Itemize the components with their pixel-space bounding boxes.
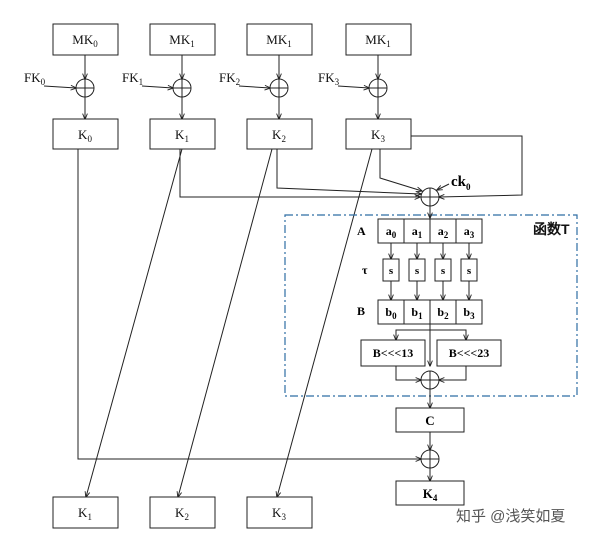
svg-text:s: s <box>467 265 472 277</box>
s-box-0: s <box>382 258 400 282</box>
svg-text:K1: K1 <box>175 127 189 144</box>
b-cell-0: b0 <box>377 299 405 325</box>
s-box-2: s <box>434 258 452 282</box>
xor-icon <box>368 78 388 98</box>
svg-text:a0: a0 <box>386 224 397 240</box>
xor-icon <box>172 78 192 98</box>
fk-label-0: FK0 <box>24 70 46 87</box>
svg-text:K3: K3 <box>371 127 385 144</box>
watermark: 知乎 @浅笑如夏 <box>456 508 565 525</box>
xor-icon <box>420 449 440 469</box>
a-cell-0: a0 <box>377 218 405 244</box>
svg-text:a2: a2 <box>438 224 449 240</box>
s-box-1: s <box>408 258 426 282</box>
b-cell-2: b2 <box>429 299 457 325</box>
shift-box-23: B<<<23 <box>436 339 502 367</box>
k4-box: K4 <box>395 480 465 506</box>
xor-icon <box>269 78 289 98</box>
svg-text:K4: K4 <box>423 486 438 503</box>
ck-label: ck0 <box>451 174 471 192</box>
svg-text:K3: K3 <box>272 505 286 522</box>
bottom-k-box-3: K3 <box>246 496 313 529</box>
svg-text:b2: b2 <box>437 305 449 321</box>
svg-text:K2: K2 <box>175 505 189 522</box>
svg-text:s: s <box>389 265 394 277</box>
k-box-0: K0 <box>52 118 119 150</box>
svg-text:B<<<23: B<<<23 <box>449 346 490 360</box>
row-label-tau: τ <box>362 263 368 277</box>
row-label-b: B <box>357 304 365 318</box>
k-box-2: K2 <box>246 118 313 150</box>
row-label-a: A <box>357 224 366 238</box>
svg-text:b0: b0 <box>385 305 397 321</box>
xor-icon <box>420 187 440 207</box>
shift-box-13: B<<<13 <box>360 339 426 367</box>
k-box-3: K3 <box>345 118 412 150</box>
fk-label-2: FK2 <box>219 70 240 87</box>
mk-box-2: MK1 <box>246 23 313 56</box>
b-cell-1: b1 <box>403 299 431 325</box>
svg-text:b3: b3 <box>463 305 475 321</box>
svg-text:K0: K0 <box>78 127 92 144</box>
svg-text:MK1: MK1 <box>169 32 194 49</box>
c-box: C <box>395 407 465 433</box>
function-t-title: 函数T <box>533 221 570 237</box>
s-box-3: s <box>460 258 478 282</box>
svg-text:K2: K2 <box>272 127 286 144</box>
svg-text:C: C <box>425 413 434 428</box>
k-box-1: K1 <box>149 118 216 150</box>
svg-text:MK0: MK0 <box>72 32 98 49</box>
fk-label-3: FK3 <box>318 70 340 87</box>
svg-text:K1: K1 <box>78 505 92 522</box>
a-cell-2: a2 <box>429 218 457 244</box>
svg-text:a1: a1 <box>412 224 423 240</box>
svg-text:MK1: MK1 <box>266 32 291 49</box>
svg-text:s: s <box>415 265 420 277</box>
svg-text:B<<<13: B<<<13 <box>373 346 414 360</box>
svg-text:b1: b1 <box>411 305 423 321</box>
mk-box-1: MK1 <box>149 23 216 56</box>
xor-icon <box>420 370 440 390</box>
mk-box-0: MK0 <box>52 23 119 56</box>
fk-label-1: FK1 <box>122 70 143 87</box>
mk-box-3: MK1 <box>345 23 412 56</box>
bottom-k-box-2: K2 <box>149 496 216 529</box>
b-cell-3: b3 <box>455 299 483 325</box>
bottom-k-box-1: K1 <box>52 496 119 529</box>
svg-text:s: s <box>441 265 446 277</box>
a-cell-3: a3 <box>455 218 483 244</box>
xor-icon <box>75 78 95 98</box>
a-cell-1: a1 <box>403 218 431 244</box>
svg-text:MK1: MK1 <box>365 32 390 49</box>
svg-text:a3: a3 <box>464 224 475 240</box>
